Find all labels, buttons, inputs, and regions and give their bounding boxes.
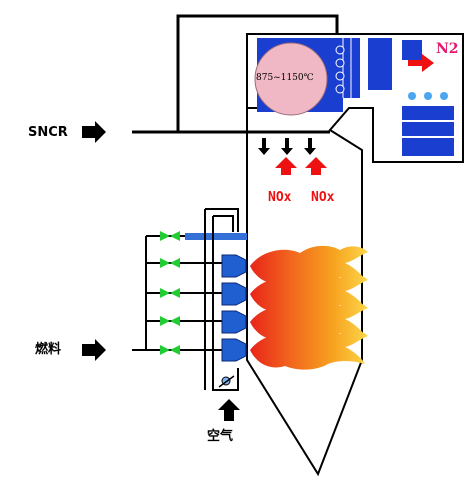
air-windbox — [204, 208, 239, 390]
n2-label: N2 — [436, 41, 459, 57]
flame-icon — [250, 301, 368, 342]
flame-icon — [250, 329, 368, 370]
tube-bank-top-right — [402, 40, 422, 60]
sncr-injection-arrows — [258, 138, 316, 155]
economizer-dots — [408, 92, 448, 100]
burner-nozzle-icon — [221, 310, 247, 334]
temperature-label: 875~1150℃ — [256, 73, 314, 83]
flame-icon — [250, 245, 368, 286]
fuel-valves — [160, 231, 180, 355]
arrow-down-icon — [281, 138, 293, 155]
air-input-arrow-icon — [218, 399, 240, 421]
n2-arrow-icon — [408, 54, 434, 72]
nox-right-label: NOx — [311, 190, 335, 205]
burner-nozzle-icon — [221, 338, 247, 362]
temperature-window-zone — [254, 42, 328, 116]
sncr-label: SNCR — [28, 125, 68, 140]
economizer-block-1 — [402, 106, 454, 120]
arrow-down-icon — [258, 138, 270, 155]
burners — [221, 254, 247, 362]
economizer-block-2 — [402, 122, 454, 136]
flame-icon — [250, 273, 368, 314]
flames — [250, 245, 368, 370]
arrow-down-icon — [304, 138, 316, 155]
nox-up-arrow-icon — [305, 157, 327, 175]
valve-icon — [160, 345, 180, 355]
valve-icon — [160, 288, 180, 298]
sncr-input-arrow-icon — [82, 121, 106, 143]
burner-nozzle-icon — [221, 254, 247, 278]
burner-nozzle-icon — [221, 282, 247, 306]
damper-icon — [218, 375, 235, 388]
valve-icon — [160, 258, 180, 268]
tube-bank-left-coils — [335, 45, 345, 94]
sncr-loop-duct — [176, 14, 339, 132]
top-fuel-pipe — [185, 233, 247, 240]
nox-up-arrow-icon — [275, 157, 297, 175]
valve-icon — [160, 316, 180, 326]
valve-icon — [160, 231, 180, 241]
economizer-block-3 — [402, 138, 454, 156]
air-label: 空气 — [207, 429, 234, 444]
nox-left-label: NOx — [268, 190, 292, 205]
fuel-label: 燃料 — [35, 342, 62, 357]
fuel-manifold — [132, 235, 232, 351]
air-inlet-duct — [212, 368, 239, 391]
fuel-input-arrow-icon — [82, 339, 106, 361]
tube-bank-right — [368, 38, 392, 90]
